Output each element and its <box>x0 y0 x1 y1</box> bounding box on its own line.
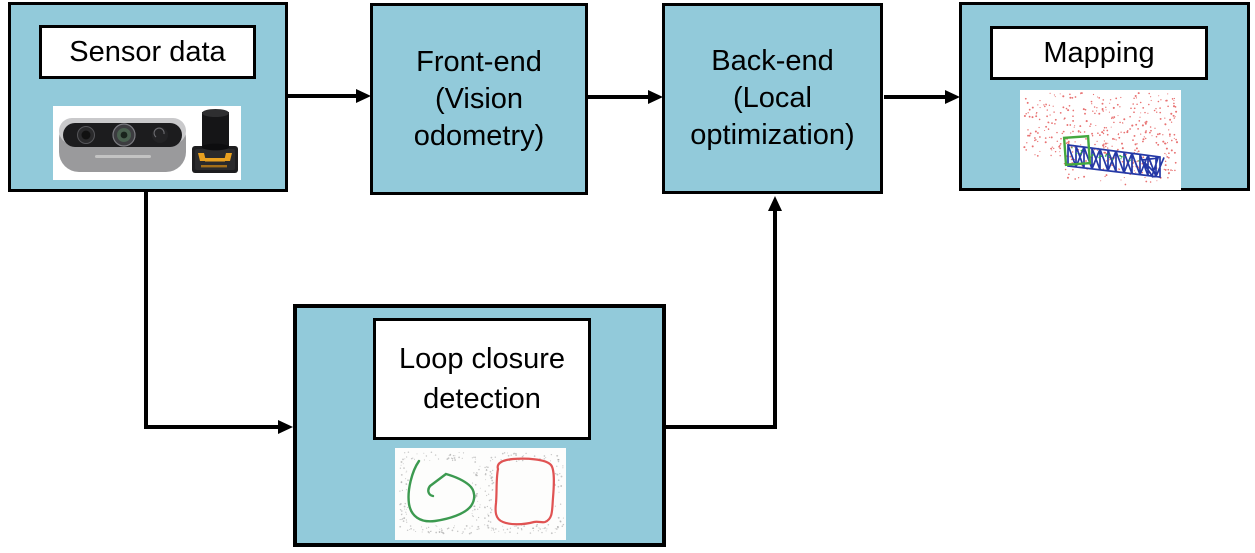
red-loop-trajectory <box>494 457 555 526</box>
mapping-label: Mapping <box>1043 37 1155 69</box>
front-end-label: Front-end (Vision odometry) <box>373 6 585 192</box>
gray-scan-speckles <box>399 451 565 535</box>
node-loop-closure: Loop closure detection <box>293 304 666 547</box>
arrow-sensor-to-loopclosure <box>144 192 293 434</box>
depth-camera-icon <box>59 118 186 172</box>
depth-camera-lidar-image <box>53 106 241 180</box>
front-end-line1: Front-end <box>416 45 542 78</box>
arrow-frontend-to-backend <box>588 90 663 104</box>
sensor-data-label: Sensor data <box>69 36 226 68</box>
arrow-backend-to-mapping <box>884 90 960 104</box>
arrow-sensor-to-frontend <box>288 89 371 103</box>
mapping-label-box: Mapping <box>990 26 1208 80</box>
loop-closure-label-box: Loop closure detection <box>373 318 591 440</box>
back-end-label: Back-end (Local optimization) <box>665 6 880 191</box>
green-rectangle-marker <box>1062 134 1092 167</box>
node-mapping: Mapping <box>959 2 1250 191</box>
blue-trajectory-band <box>1067 144 1165 178</box>
loop-trajectories-image <box>395 448 566 540</box>
loop-closure-line1: Loop closure <box>398 343 566 375</box>
front-end-line2: (Vision <box>434 82 524 115</box>
node-front-end: Front-end (Vision odometry) <box>370 3 588 195</box>
green-loop-trajectory <box>407 459 476 523</box>
back-end-line1: Back-end <box>711 45 834 77</box>
node-sensor-data: Sensor data <box>8 2 288 192</box>
point-cloud-map-image <box>1020 90 1181 190</box>
back-end-line2: (Local <box>733 82 812 114</box>
loop-closure-line2: detection <box>423 383 541 415</box>
node-back-end: Back-end (Local optimization) <box>662 3 883 194</box>
front-end-line3: odometry) <box>413 119 545 152</box>
sensor-data-label-box: Sensor data <box>39 25 256 79</box>
arrow-loopclosure-to-backend <box>666 196 782 429</box>
lidar-icon <box>192 109 238 173</box>
back-end-line3: optimization) <box>690 119 855 151</box>
